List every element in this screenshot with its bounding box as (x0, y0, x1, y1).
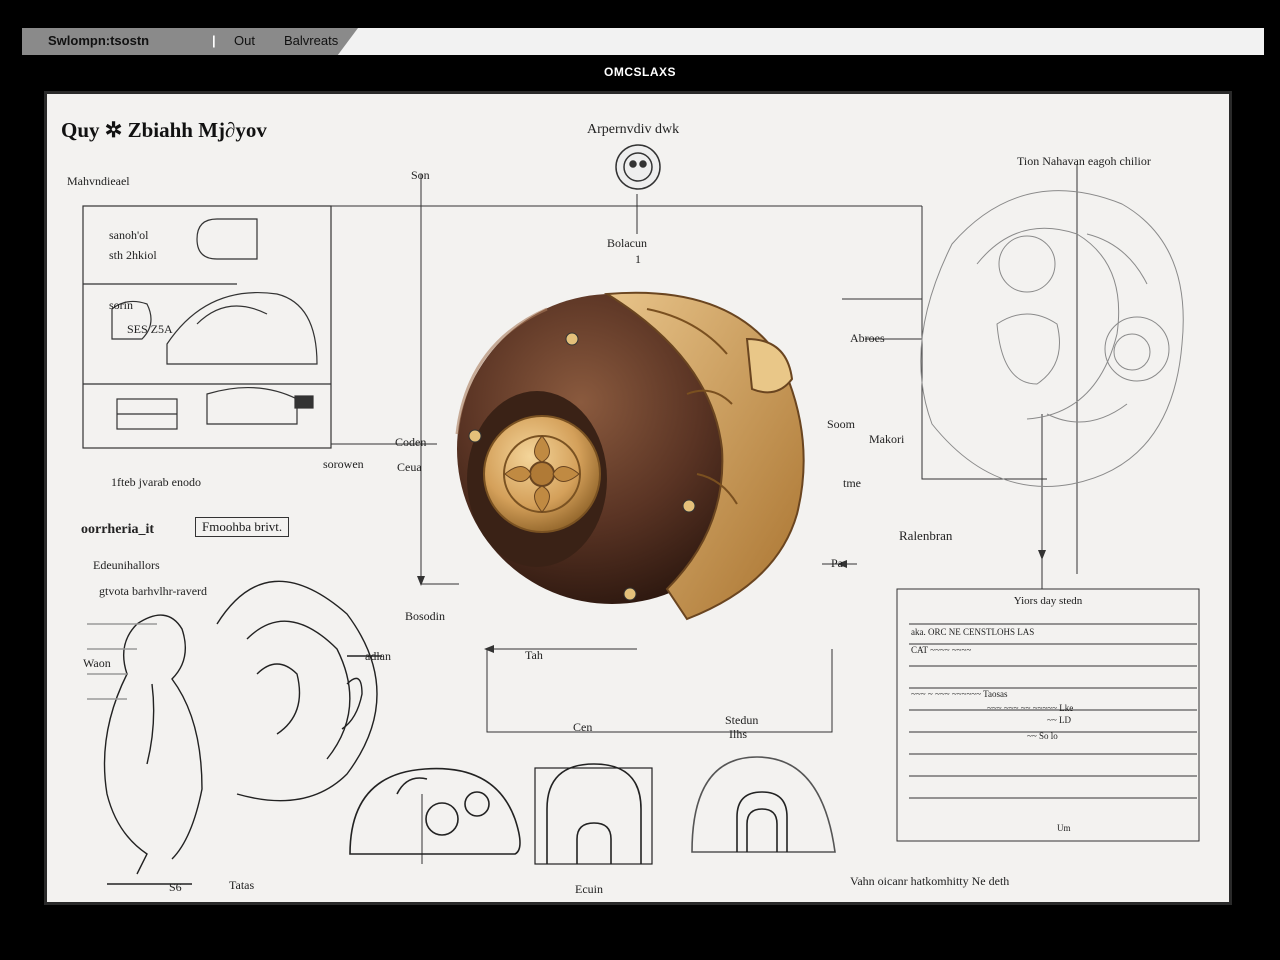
label-edeunihallors: Edeunihallors (93, 558, 160, 572)
label-cen: Cen (573, 720, 593, 734)
armored-sphere-render (455, 291, 805, 621)
label-tah: Tah (525, 648, 543, 662)
label-top-center: Arpernvdiv dwk (587, 122, 680, 137)
label-stedun: Stedun (725, 713, 759, 727)
active-tab[interactable]: Swlompn:tsostn | Out Balvreats (22, 28, 358, 55)
label-soom: Soom (827, 417, 856, 431)
spec-table: Yiors day stedn aka. ORC NE CENSTLOHS LA… (897, 589, 1199, 841)
label-inset-a: sanoh'ol (109, 228, 149, 242)
label-waon: Waon (83, 656, 111, 670)
bottom-views (349, 756, 836, 865)
spec-row: CAT ~~~~ ~~~~ (911, 645, 972, 655)
label-ceua: Ceua (397, 460, 422, 474)
label-gtvota: gtvota barhvlhr-raverd (99, 584, 208, 598)
label-bottom-right: Vahn oicanr hatkomhitty Ne deth (850, 874, 1010, 888)
label-abroes: Abroes (850, 331, 885, 345)
label-top-right: Tion Nahavan eagoh chilior (1017, 154, 1151, 168)
technical-drawing (82, 144, 1200, 885)
label-gotheria: oorrheria_it (81, 522, 155, 537)
label-ilhs: Ilhs (729, 727, 747, 741)
spec-row: ~~ So lo (1027, 731, 1058, 741)
spec-row: aka. ORC NE CENSTLOHS LAS (911, 627, 1035, 637)
browser-toolbar: Swlompn:tsostn | Out Balvreats (22, 28, 1264, 55)
spec-table-lines (896, 588, 1200, 842)
label-tatas: Tatas (229, 878, 255, 892)
sheet-title: Quy ✲ Zbiahh Mj∂yov (61, 118, 267, 142)
label-tme: tme (843, 476, 861, 490)
label-ralenbran: Ralenbran (899, 528, 953, 543)
label-makori: Makori (869, 432, 905, 446)
blueprint-sheet: Quy ✲ Zbiahh Mj∂yov Mahvndieael Arpernvd… (44, 91, 1232, 905)
spec-row: ~~ LD (1047, 715, 1071, 725)
tab-item-out[interactable]: Out (234, 33, 255, 48)
label-coden: Coden (395, 435, 427, 449)
label-inset-d: SES Z5A (127, 322, 173, 336)
spec-table-title: Yiors day stedn (1013, 595, 1083, 607)
label-inset-b: sth 2hkiol (109, 248, 157, 262)
medallion-icon (615, 144, 661, 190)
spec-table-footer: Um (1057, 823, 1071, 833)
window-title: OMCSLAXS (603, 65, 676, 79)
boxed-label: Fmoohba brivt. (195, 517, 290, 537)
label-bolacun: Bolacun (607, 236, 647, 250)
spec-row: ~~~ ~ ~~~ ~~~~~~ Taosas (911, 689, 1008, 699)
label-sorowen: sorowen (323, 457, 364, 471)
tab-label: Swlompn:tsostn (48, 33, 150, 48)
label-son-top: Son (411, 168, 430, 182)
tab-item-balvreats[interactable]: Balvreats (284, 33, 339, 48)
label-inset-c: sorin (109, 298, 133, 312)
label-s6: S6 (169, 880, 182, 894)
inset-box-top-left (82, 205, 332, 449)
label-ecuin: Ecuin (575, 882, 603, 896)
label-pa: Pa (831, 556, 843, 570)
character-sketch-bottom-left (87, 580, 382, 885)
label-bosodin: Bosodin (405, 609, 446, 623)
arrowheads (417, 550, 1046, 653)
label-bolacun-num: 1 (635, 252, 641, 266)
label-adlan: adlan (365, 649, 391, 663)
label-top-left: Mahvndieael (67, 174, 130, 188)
label-jvarab: 1fteb jvarab enodo (111, 475, 201, 489)
sphere-wireframe-right (920, 190, 1184, 487)
tab-separator-icon: | (212, 33, 216, 48)
spec-row: ~~~ ~~~ ~~ ~~~~~ Lke (987, 703, 1074, 713)
